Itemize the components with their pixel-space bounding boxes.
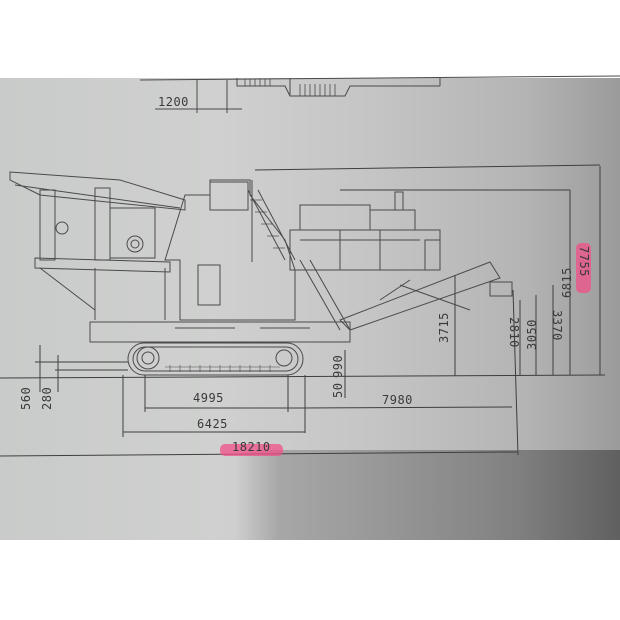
dim-conveyor-reach: 7980 — [382, 393, 413, 407]
drawing-sheet — [0, 78, 620, 540]
highlight-overall-length — [220, 444, 283, 456]
dim-track-overall: 6425 — [197, 417, 228, 431]
machine-outline — [9, 171, 513, 376]
dim-height-3370: 3370 — [550, 310, 564, 341]
dim-clearance-b: 280 — [40, 387, 54, 410]
highlight-overall-height — [576, 243, 591, 293]
shadow-overlay — [0, 450, 620, 540]
dim-height-6815: 6815 — [560, 267, 574, 298]
dim-height-3715: 3715 — [437, 312, 451, 343]
dim-small-b: 50 — [331, 383, 345, 398]
dim-overall-height: 7755 — [577, 246, 591, 277]
dim-plan-width: 1200 — [158, 95, 189, 109]
dim-clearance-a: 560 — [19, 387, 33, 410]
dim-small-a: 990 — [331, 355, 345, 378]
plan-view-fragment — [139, 75, 620, 113]
dim-overall-length: 18210 — [232, 440, 271, 454]
dim-height-2810: 2810 — [507, 317, 521, 348]
dim-height-3050: 3050 — [525, 319, 539, 350]
dim-track-length: 4995 — [193, 391, 224, 405]
dimension-lines — [0, 164, 606, 457]
